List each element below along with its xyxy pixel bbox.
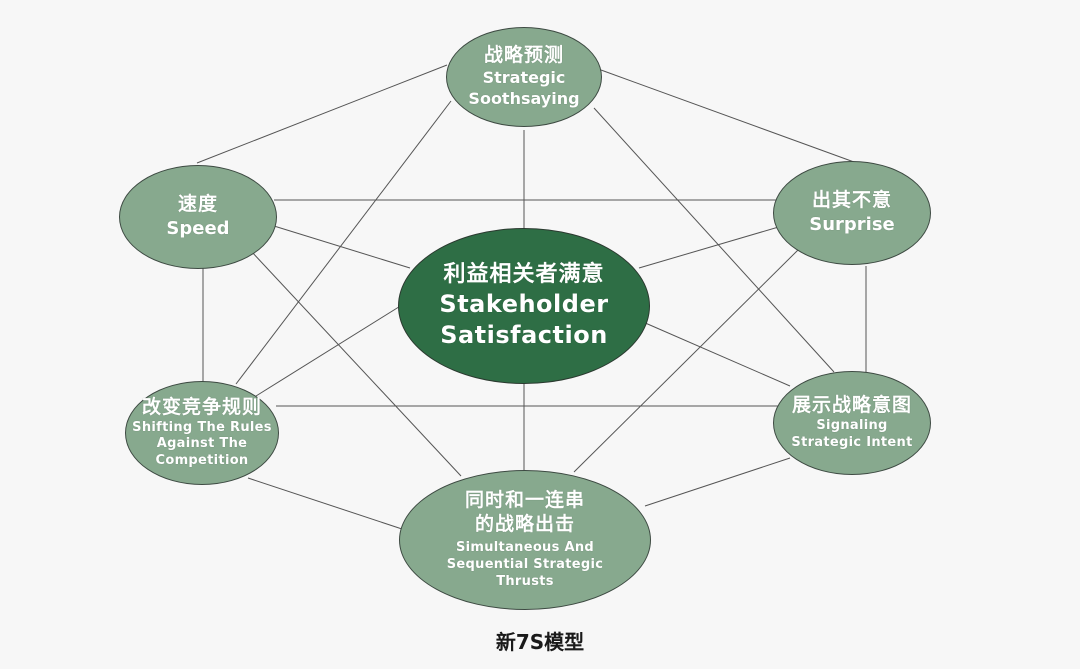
node-en-label: Speed (166, 218, 230, 240)
node-en-label: Signaling (816, 417, 888, 433)
node-en-label: Sequential Strategic (446, 557, 604, 573)
node-en-label: Surprise (809, 214, 895, 236)
node-zh-label: 改变竞争规则 (141, 395, 262, 418)
node-zh-label: 展示战略意图 (791, 394, 912, 417)
node-strategic-soothsaying: 战略预测 Strategic Soothsaying (446, 27, 602, 127)
node-en-label: Competition (155, 453, 249, 469)
edge-leftupper-bottom (250, 250, 462, 477)
edge-top-leftupper (196, 64, 448, 164)
node-en-label: Shifting The Rules (132, 419, 272, 435)
edge-center-rightupper (638, 225, 783, 269)
edge-top-leftlower (235, 100, 452, 385)
node-zh-label: 战略预测 (483, 44, 564, 67)
edge-bottom-rightlower (644, 457, 791, 507)
node-zh-label: 的战略出击 (474, 512, 575, 535)
node-zh-label: 同时和一连串 (464, 488, 585, 511)
node-en-label: Strategic Intent (791, 434, 913, 450)
diagram-caption: 新7S模型 (495, 630, 585, 654)
node-en-label: Simultaneous And (455, 540, 594, 556)
edge-top-rightlower (593, 107, 835, 373)
node-zh-label: 出其不意 (811, 189, 892, 212)
node-surprise: 出其不意 Surprise (773, 161, 931, 265)
edge-leftlower-bottom (247, 477, 403, 530)
edge-center-rightlower (642, 321, 791, 387)
node-zh-label: 利益相关者满意 (443, 262, 605, 288)
node-en-label: Soothsaying (468, 88, 580, 108)
edge-rightupper-bottom (573, 249, 799, 473)
edge-leftupper-center (273, 225, 411, 269)
edge-leftlower-center (255, 299, 411, 397)
node-speed: 速度 Speed (119, 165, 277, 269)
node-shifting-the-rules: 改变竞争规则 Shifting The Rules Against The Co… (125, 381, 279, 485)
node-en-label: Strategic (482, 68, 566, 88)
node-zh-label: 速度 (177, 193, 218, 216)
node-signaling-strategic-intent: 展示战略意图 Signaling Strategic Intent (773, 371, 931, 475)
edge-top-rightupper (600, 69, 855, 163)
node-stakeholder-satisfaction: 利益相关者满意 Stakeholder Satisfaction (398, 228, 650, 384)
node-simultaneous-sequential-thrusts: 同时和一连串 的战略出击 Simultaneous And Sequential… (399, 470, 651, 610)
node-en-label: Thrusts (496, 574, 554, 590)
node-en-label: Satisfaction (440, 320, 608, 349)
node-en-label: Stakeholder (439, 289, 609, 318)
node-en-label: Against The (156, 436, 248, 452)
